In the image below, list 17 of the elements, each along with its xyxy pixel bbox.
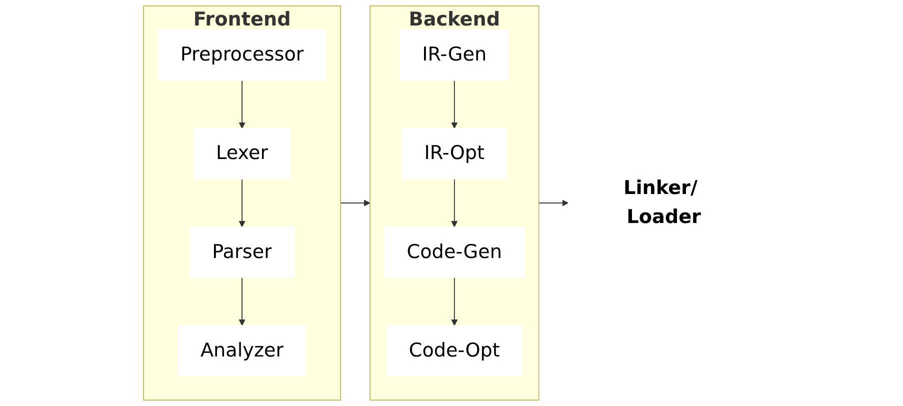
node-box: IR-Gen xyxy=(400,29,510,81)
node-box: Parser xyxy=(190,226,294,278)
arrow xyxy=(451,178,458,228)
arrow xyxy=(238,178,246,228)
node-text: Linker/ Loader xyxy=(624,177,701,228)
arrow xyxy=(238,277,246,326)
arrow xyxy=(340,200,370,206)
node-box: Code-Opt xyxy=(386,325,522,377)
arrow xyxy=(538,200,569,206)
node-box: Preprocessor xyxy=(158,29,326,81)
arrow xyxy=(238,80,246,129)
arrow xyxy=(451,80,458,129)
arrow xyxy=(451,277,458,326)
node-box: Analyzer xyxy=(178,325,306,377)
node-box: Code-Gen xyxy=(384,226,524,278)
node-box: IR-Opt xyxy=(402,128,507,180)
node-box: Lexer xyxy=(194,128,291,180)
